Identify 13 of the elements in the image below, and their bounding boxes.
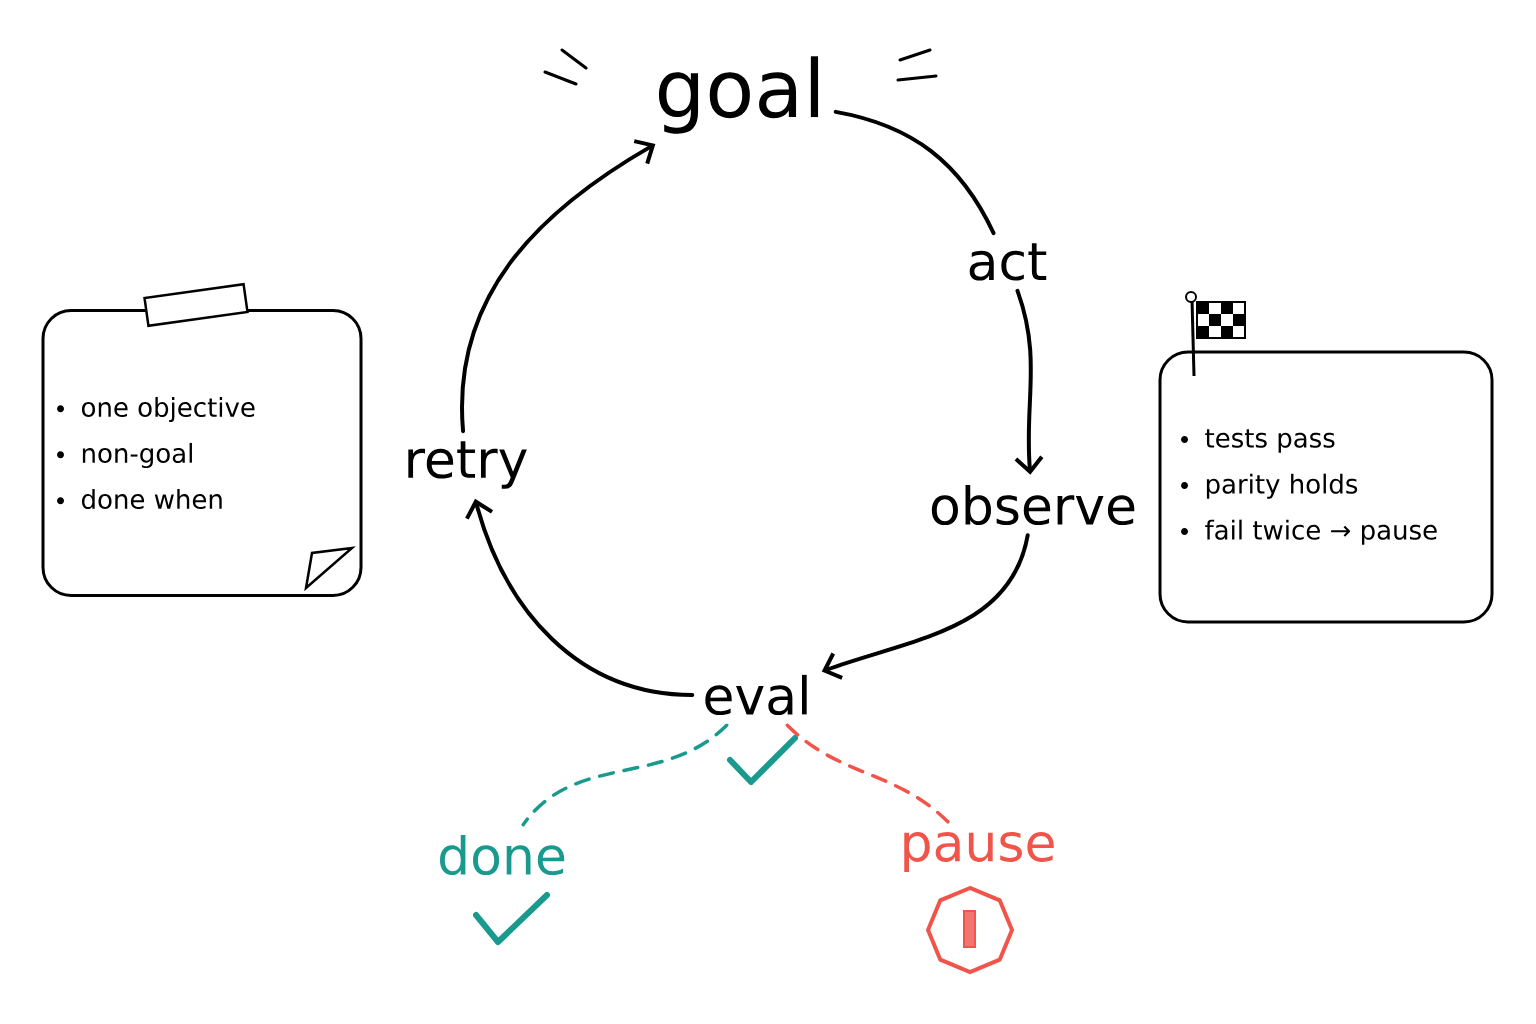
arrow [465, 498, 695, 697]
arrow [460, 139, 656, 434]
checklist-card: tests pass parity holds fail twice → pause [1158, 350, 1494, 624]
cycle-label: goal [658, 56, 819, 134]
note-card: one objective non-goal done when [41, 309, 363, 597]
cycle-label: retry [408, 441, 527, 489]
outcome-label: done [440, 834, 565, 876]
cycle-label: observe [931, 484, 1135, 526]
arrow [821, 533, 1030, 680]
cycle-label: eval [705, 674, 807, 716]
outcome-label: pause [904, 832, 1054, 872]
cycle-label: act [969, 243, 1047, 281]
arrow [1014, 288, 1044, 475]
